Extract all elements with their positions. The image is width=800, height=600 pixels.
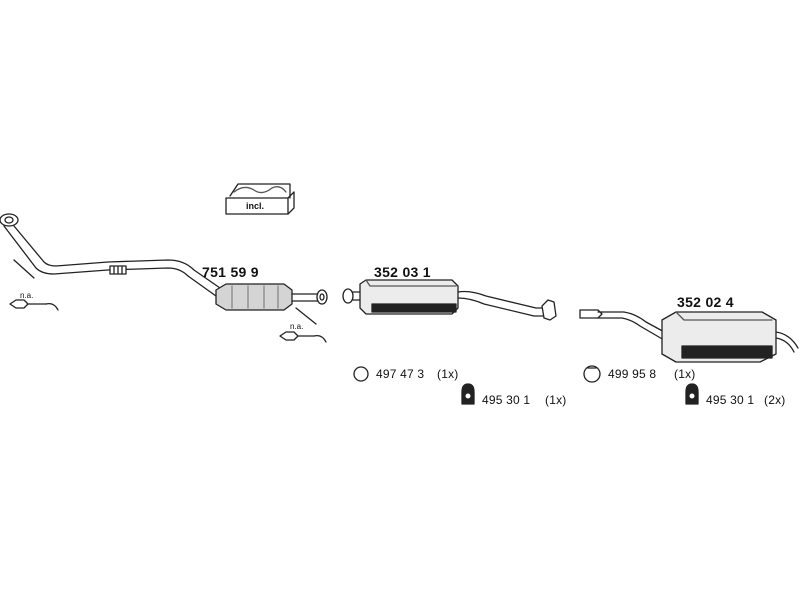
rubber-hanger-icon xyxy=(461,383,475,405)
front-pipe xyxy=(0,213,221,297)
lambda-sensor-2 xyxy=(279,307,327,343)
accessory-number: 499 95 8 xyxy=(608,367,657,381)
lambda-sensor-1 xyxy=(9,259,59,311)
accessory-qty: (2x) xyxy=(764,393,786,407)
part-number-rear-silencer: 352 02 4 xyxy=(677,294,734,310)
na-label: n.a. xyxy=(20,291,34,300)
accessory-number: 495 30 1 xyxy=(706,393,755,407)
incl-kit-box xyxy=(225,183,295,215)
na-label: n.a. xyxy=(290,322,304,331)
rear-silencer xyxy=(579,309,799,363)
accessory-number: 497 47 3 xyxy=(376,367,425,381)
part-number-centre-silencer: 352 03 1 xyxy=(374,264,431,280)
clamp-ring-icon xyxy=(583,365,601,383)
accessory-qty: (1x) xyxy=(545,393,567,407)
catalytic-converter xyxy=(215,283,328,311)
accessory-qty: (1x) xyxy=(437,367,459,381)
ring-gasket-icon xyxy=(353,366,369,382)
accessory-qty: (1x) xyxy=(674,367,696,381)
rubber-hanger-icon xyxy=(685,383,699,405)
centre-silencer xyxy=(342,279,557,321)
part-number-catalyst: 751 59 9 xyxy=(202,264,259,280)
accessory-number: 495 30 1 xyxy=(482,393,531,407)
incl-label: incl. xyxy=(246,201,265,211)
